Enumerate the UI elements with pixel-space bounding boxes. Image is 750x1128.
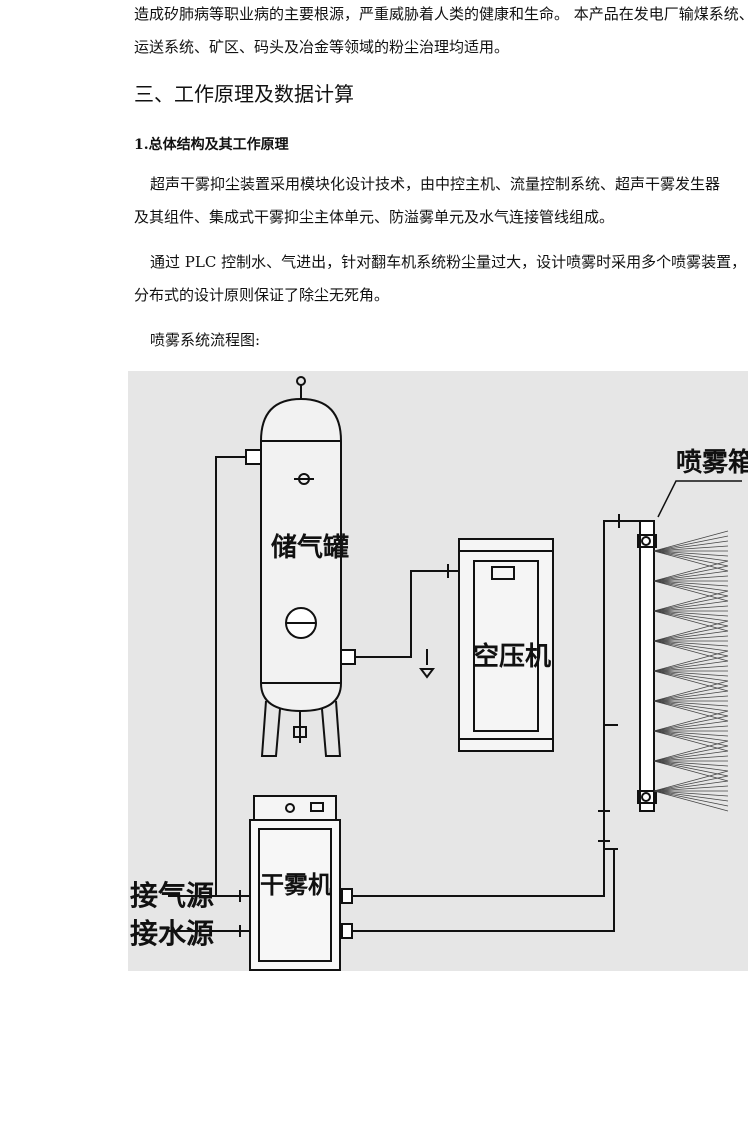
intro-line-2: 运送系统、矿区、码头及冶金等领域的粉尘治理均适用。 bbox=[134, 38, 510, 56]
section-title: 三、工作原理及数据计算 bbox=[134, 82, 354, 106]
subsection-title: 1.总体结构及其工作原理 bbox=[134, 137, 289, 153]
fog-machine-label: 干雾机 bbox=[260, 871, 332, 899]
para2-line-1: 通过 PLC 控制水、气进出，针对翻车机系统粉尘量过大，设计喷雾时采用多个喷雾装… bbox=[150, 253, 747, 271]
spray-nozzle-fans bbox=[653, 530, 729, 812]
air-compressor bbox=[458, 538, 554, 752]
figure-caption: 喷雾系统流程图: bbox=[150, 331, 261, 349]
spray-system-flow-diagram: 储气罐 空压机 干雾机 喷雾箱 接气源 接水源 bbox=[128, 371, 748, 971]
water-source-label: 接水源 bbox=[130, 917, 214, 950]
para1-line-2: 及其组件、集成式干雾抑尘主体单元、防溢雾单元及水气连接管线组成。 bbox=[134, 208, 615, 226]
intro-paragraph: 造成矽肺病等职业病的主要根源，严重威胁着人类的健康和生命。 本产品在发电厂输煤系… bbox=[134, 0, 750, 64]
paragraph-plc: 通过 PLC 控制水、气进出，针对翻车机系统粉尘量过大，设计喷雾时采用多个喷雾装… bbox=[134, 246, 746, 312]
tank-label: 储气罐 bbox=[271, 532, 349, 563]
air-tank bbox=[260, 376, 342, 757]
para2-line-2: 分布式的设计原则保证了除尘无死角。 bbox=[134, 286, 390, 304]
air-source-label: 接气源 bbox=[130, 879, 214, 912]
spray-box bbox=[637, 520, 657, 812]
spray-box-label: 喷雾箱 bbox=[676, 447, 748, 478]
compressor-label: 空压机 bbox=[473, 641, 551, 672]
paragraph-structure: 超声干雾抑尘装置采用模块化设计技术，由中控主机、流量控制系统、超声干雾发生器 及… bbox=[134, 168, 746, 234]
para1-line-1: 超声干雾抑尘装置采用模块化设计技术，由中控主机、流量控制系统、超声干雾发生器 bbox=[150, 175, 721, 193]
intro-line-1: 造成矽肺病等职业病的主要根源，严重威胁着人类的健康和生命。 本产品在发电厂输煤系… bbox=[134, 5, 750, 23]
